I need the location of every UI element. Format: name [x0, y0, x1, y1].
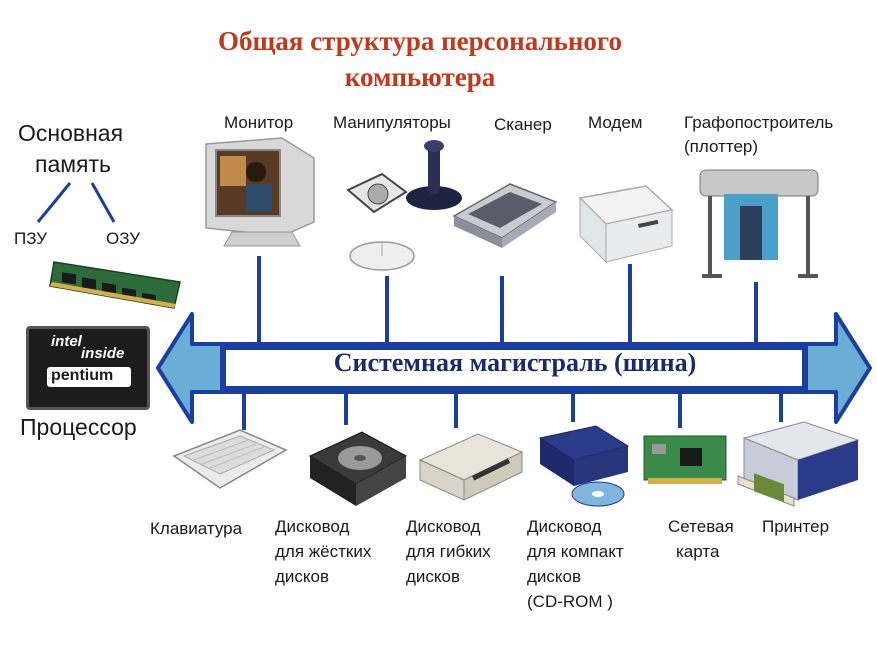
network-card-label-line2: карта	[676, 539, 719, 564]
memory-branch-rom	[38, 183, 70, 222]
cd-label-line3: дисков	[527, 564, 581, 589]
cd-drive-image	[536, 424, 632, 516]
cd-label-line2: для компакт	[527, 539, 624, 564]
hdd-label-line2: для жёстких	[275, 539, 371, 564]
printer-label: Принтер	[762, 514, 829, 539]
cpu-chip-line1: intel	[51, 333, 82, 350]
keyboard-image	[170, 428, 288, 492]
cd-label-line4: (CD-ROM )	[527, 589, 613, 614]
processor-label: Процессор	[20, 412, 137, 443]
plotter-label-line2: (плоттер)	[684, 134, 758, 159]
modem-image	[576, 182, 676, 266]
plotter-image	[696, 166, 822, 282]
cpu-chip-line3: pentium	[51, 367, 113, 385]
plotter-label-line1: Графопостроитель	[684, 110, 833, 135]
cpu-chip-image: intel inside pentium	[26, 326, 150, 410]
hard-disk-image	[306, 428, 410, 510]
printer-image	[734, 418, 864, 510]
scanner-label: Сканер	[494, 112, 552, 137]
manipulators-image	[342, 138, 466, 276]
manipulators-label: Манипуляторы	[333, 110, 451, 135]
bus-label: Системная магистраль (шина)	[230, 348, 800, 378]
rom-label: ПЗУ	[14, 226, 47, 251]
monitor-image	[202, 136, 318, 256]
memory-branch-ram	[92, 183, 114, 222]
network-card-label-line1: Сетевая	[668, 514, 734, 539]
memory-label-line2: память	[35, 149, 111, 180]
network-card-image	[640, 432, 730, 490]
memory-label-line1: Основная	[18, 118, 123, 149]
memory-module-image	[48, 252, 188, 314]
fdd-label-line1: Дисковод	[406, 514, 480, 539]
hdd-label-line3: дисков	[275, 564, 329, 589]
cpu-chip-line2: inside	[81, 345, 124, 362]
keyboard-label: Клавиатура	[150, 516, 242, 541]
fdd-label-line3: дисков	[406, 564, 460, 589]
modem-label: Модем	[588, 110, 643, 135]
cd-label-line1: Дисковод	[527, 514, 601, 539]
hdd-label-line1: Дисковод	[275, 514, 349, 539]
monitor-label: Монитор	[224, 110, 293, 135]
ram-label: ОЗУ	[106, 226, 140, 251]
floppy-drive-image	[416, 430, 526, 502]
fdd-label-line2: для гибких	[406, 539, 491, 564]
scanner-image	[450, 176, 560, 250]
